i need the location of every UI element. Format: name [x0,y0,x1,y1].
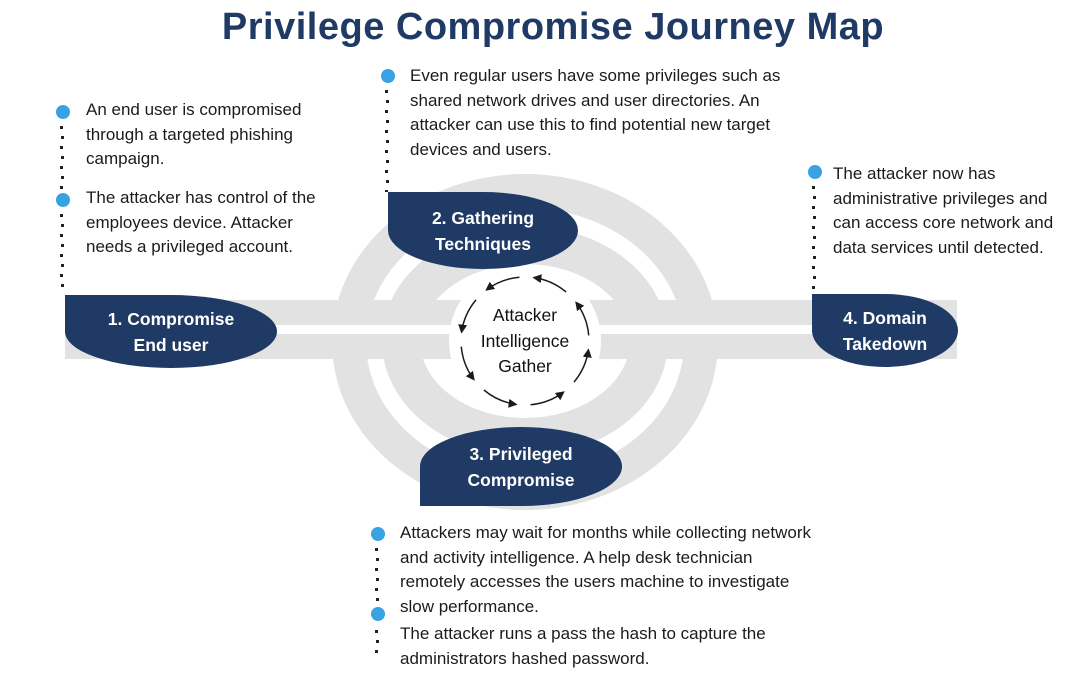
dotted-connector [375,548,379,602]
dotted-connector [812,186,816,294]
stage-2-label-line2: Techniques [435,233,531,254]
bullet-icon [381,69,395,83]
note-bottom-2: The attacker runs a pass the hash to cap… [400,624,766,668]
dotted-connector [60,126,64,190]
bullet-icon [56,193,70,207]
note-left-1: An end user is compromised through a tar… [86,100,302,168]
stage-3-privileged-compromise: 3. Privileged Compromise [420,427,622,506]
note-left-2: The attacker has control of the employee… [86,188,316,256]
stage-2-gathering-techniques: 2. Gathering Techniques [388,192,578,269]
center-line-3: Gather [498,356,552,376]
note-right-1: The attacker now has administrative priv… [833,164,1054,257]
dotted-connector [60,214,64,292]
bullet-icon [808,165,822,179]
stage-4-label-line2: Takedown [842,333,928,354]
bullet-icon [371,607,385,621]
note-top-1: Even regular users have some privileges … [410,66,781,159]
center-circle [449,265,601,417]
note-bottom-1: Attackers may wait for months while coll… [400,523,811,616]
page-title: Privilege Compromise Journey Map [221,6,885,48]
dotted-connector [385,90,389,192]
stage-4-label-line1: 4. Domain [843,307,927,328]
stage-1-label-line2: End user [133,334,209,355]
stage-3-label-line2: Compromise [467,469,575,490]
dotted-connector [375,630,379,654]
bullet-icon [56,105,70,119]
stage-1-compromise-end-user: 1. Compromise End user [65,295,277,368]
center-line-1: Attacker [492,305,558,325]
bullet-icon [371,527,385,541]
stage-2-label-line1: 2. Gathering [431,207,535,228]
center-circle-label: Attacker Intelligence Gather [443,303,607,380]
center-line-2: Intelligence [480,330,570,351]
stage-3-label-line1: 3. Privileged [469,443,573,464]
stage-1-label-line1: 1. Compromise [107,308,235,329]
stage-4-domain-takedown: 4. Domain Takedown [812,294,958,367]
